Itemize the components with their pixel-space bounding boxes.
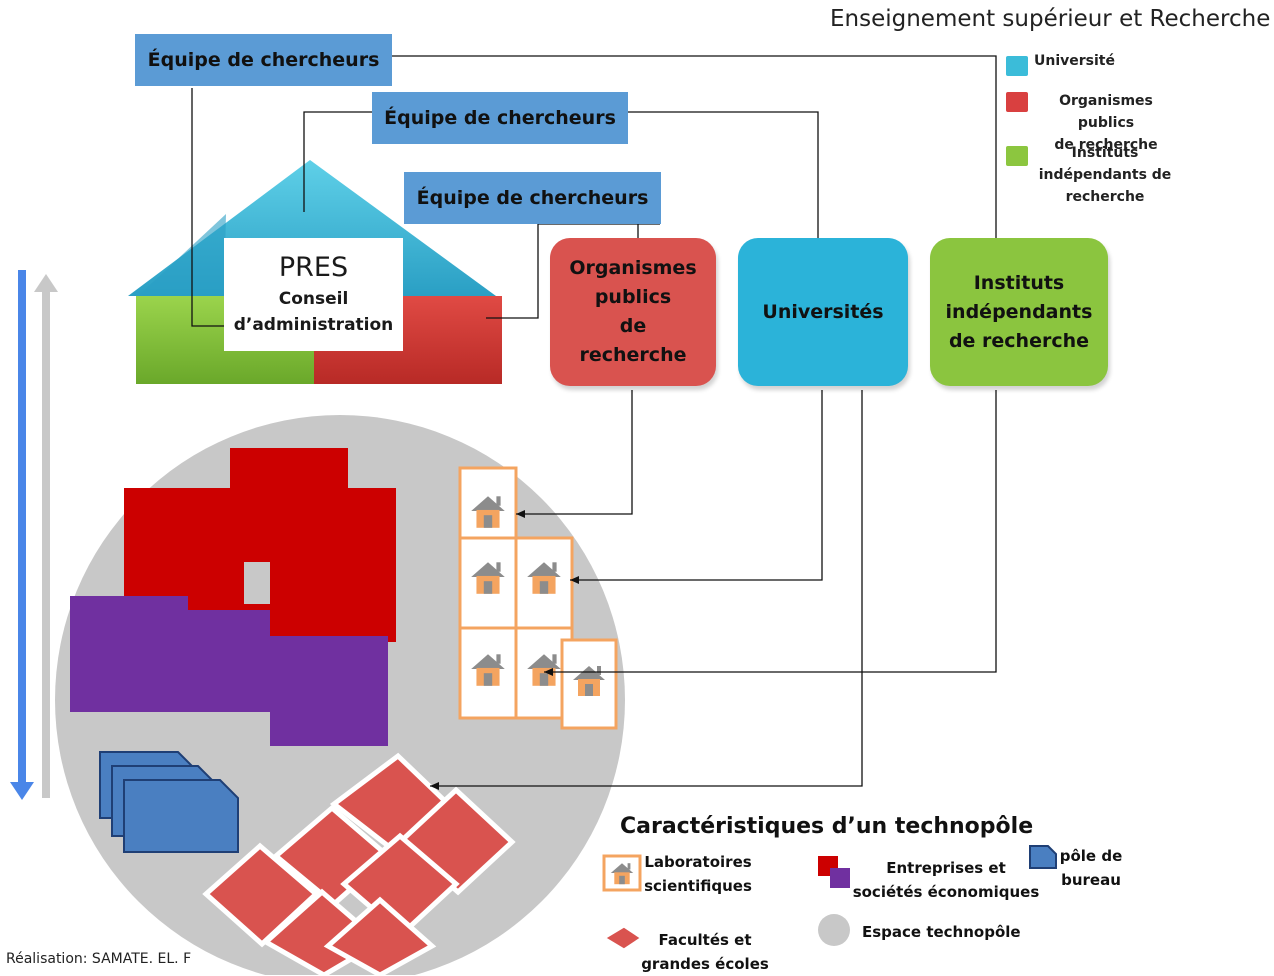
team-box-2: Équipe de chercheurs	[372, 92, 628, 144]
arrow-organismes-to-labs	[516, 390, 633, 518]
faculties-diamonds	[202, 752, 516, 975]
team-box-1: Équipe de chercheurs	[135, 34, 392, 86]
key-label-labs: Laboratoires scientifiques	[644, 853, 752, 895]
line-team2-to-roof	[303, 111, 372, 212]
key-label-office: pôle de bureau	[1059, 847, 1123, 889]
key-space-icon	[818, 914, 850, 946]
legend-label-universite: Université	[1034, 53, 1115, 69]
arrow-universites-to-labs	[570, 390, 823, 584]
legend-swatch-instituts	[1006, 146, 1028, 166]
vertical-arrow-grey	[34, 274, 58, 798]
line-team1-to-instituts	[392, 55, 997, 240]
legend-label-organismes: Organismes publics de recherche	[1054, 93, 1158, 153]
key-office-icon	[1029, 845, 1057, 869]
pres-title: PRES	[278, 252, 349, 283]
pres-subtitle: Conseil d’administration	[233, 289, 394, 335]
pres-house	[128, 160, 502, 384]
key-companies-icon	[818, 856, 850, 888]
line-team3-to-redwall	[486, 223, 660, 319]
line-team2-to-universites	[628, 111, 819, 262]
legend-swatch-organismes	[1006, 92, 1028, 112]
companies-blocks	[70, 448, 396, 746]
arrow-universites-to-faculties	[430, 390, 863, 790]
key-title: Caractéristiques d’un technopôle	[620, 814, 1034, 839]
credit-text: Réalisation: SAMATE. EL. F	[6, 951, 192, 967]
office-pole-shapes	[99, 751, 239, 853]
arrow-instituts-to-labs	[544, 390, 997, 676]
legend-label-instituts: Instituts indépendants de recherche	[1038, 145, 1172, 205]
org-instituts: Instituts indépendants de recherche	[930, 238, 1108, 386]
key-label-companies: Entreprises et sociétés économiques	[852, 859, 1040, 901]
key-faculty-icon	[601, 924, 645, 952]
connector-lines	[191, 55, 997, 790]
labs-grid	[458, 466, 618, 730]
line-team1-to-pres	[191, 88, 224, 327]
team-box-3: Équipe de chercheurs	[404, 172, 661, 224]
org-organismes-publics: Organismes publics de recherche	[550, 238, 716, 386]
header-title: Enseignement supérieur et Recherche	[830, 6, 1271, 32]
key-label-faculties: Facultés et grandes écoles	[641, 931, 769, 973]
pres-card: PRES Conseil d’administration	[224, 238, 403, 351]
key-label-space: Espace technopôle	[862, 923, 1021, 941]
org-universites: Universités	[738, 238, 908, 386]
legend-swatch-universite	[1006, 56, 1028, 76]
vertical-arrow-blue	[10, 270, 34, 800]
key-lab-icon	[602, 854, 642, 892]
